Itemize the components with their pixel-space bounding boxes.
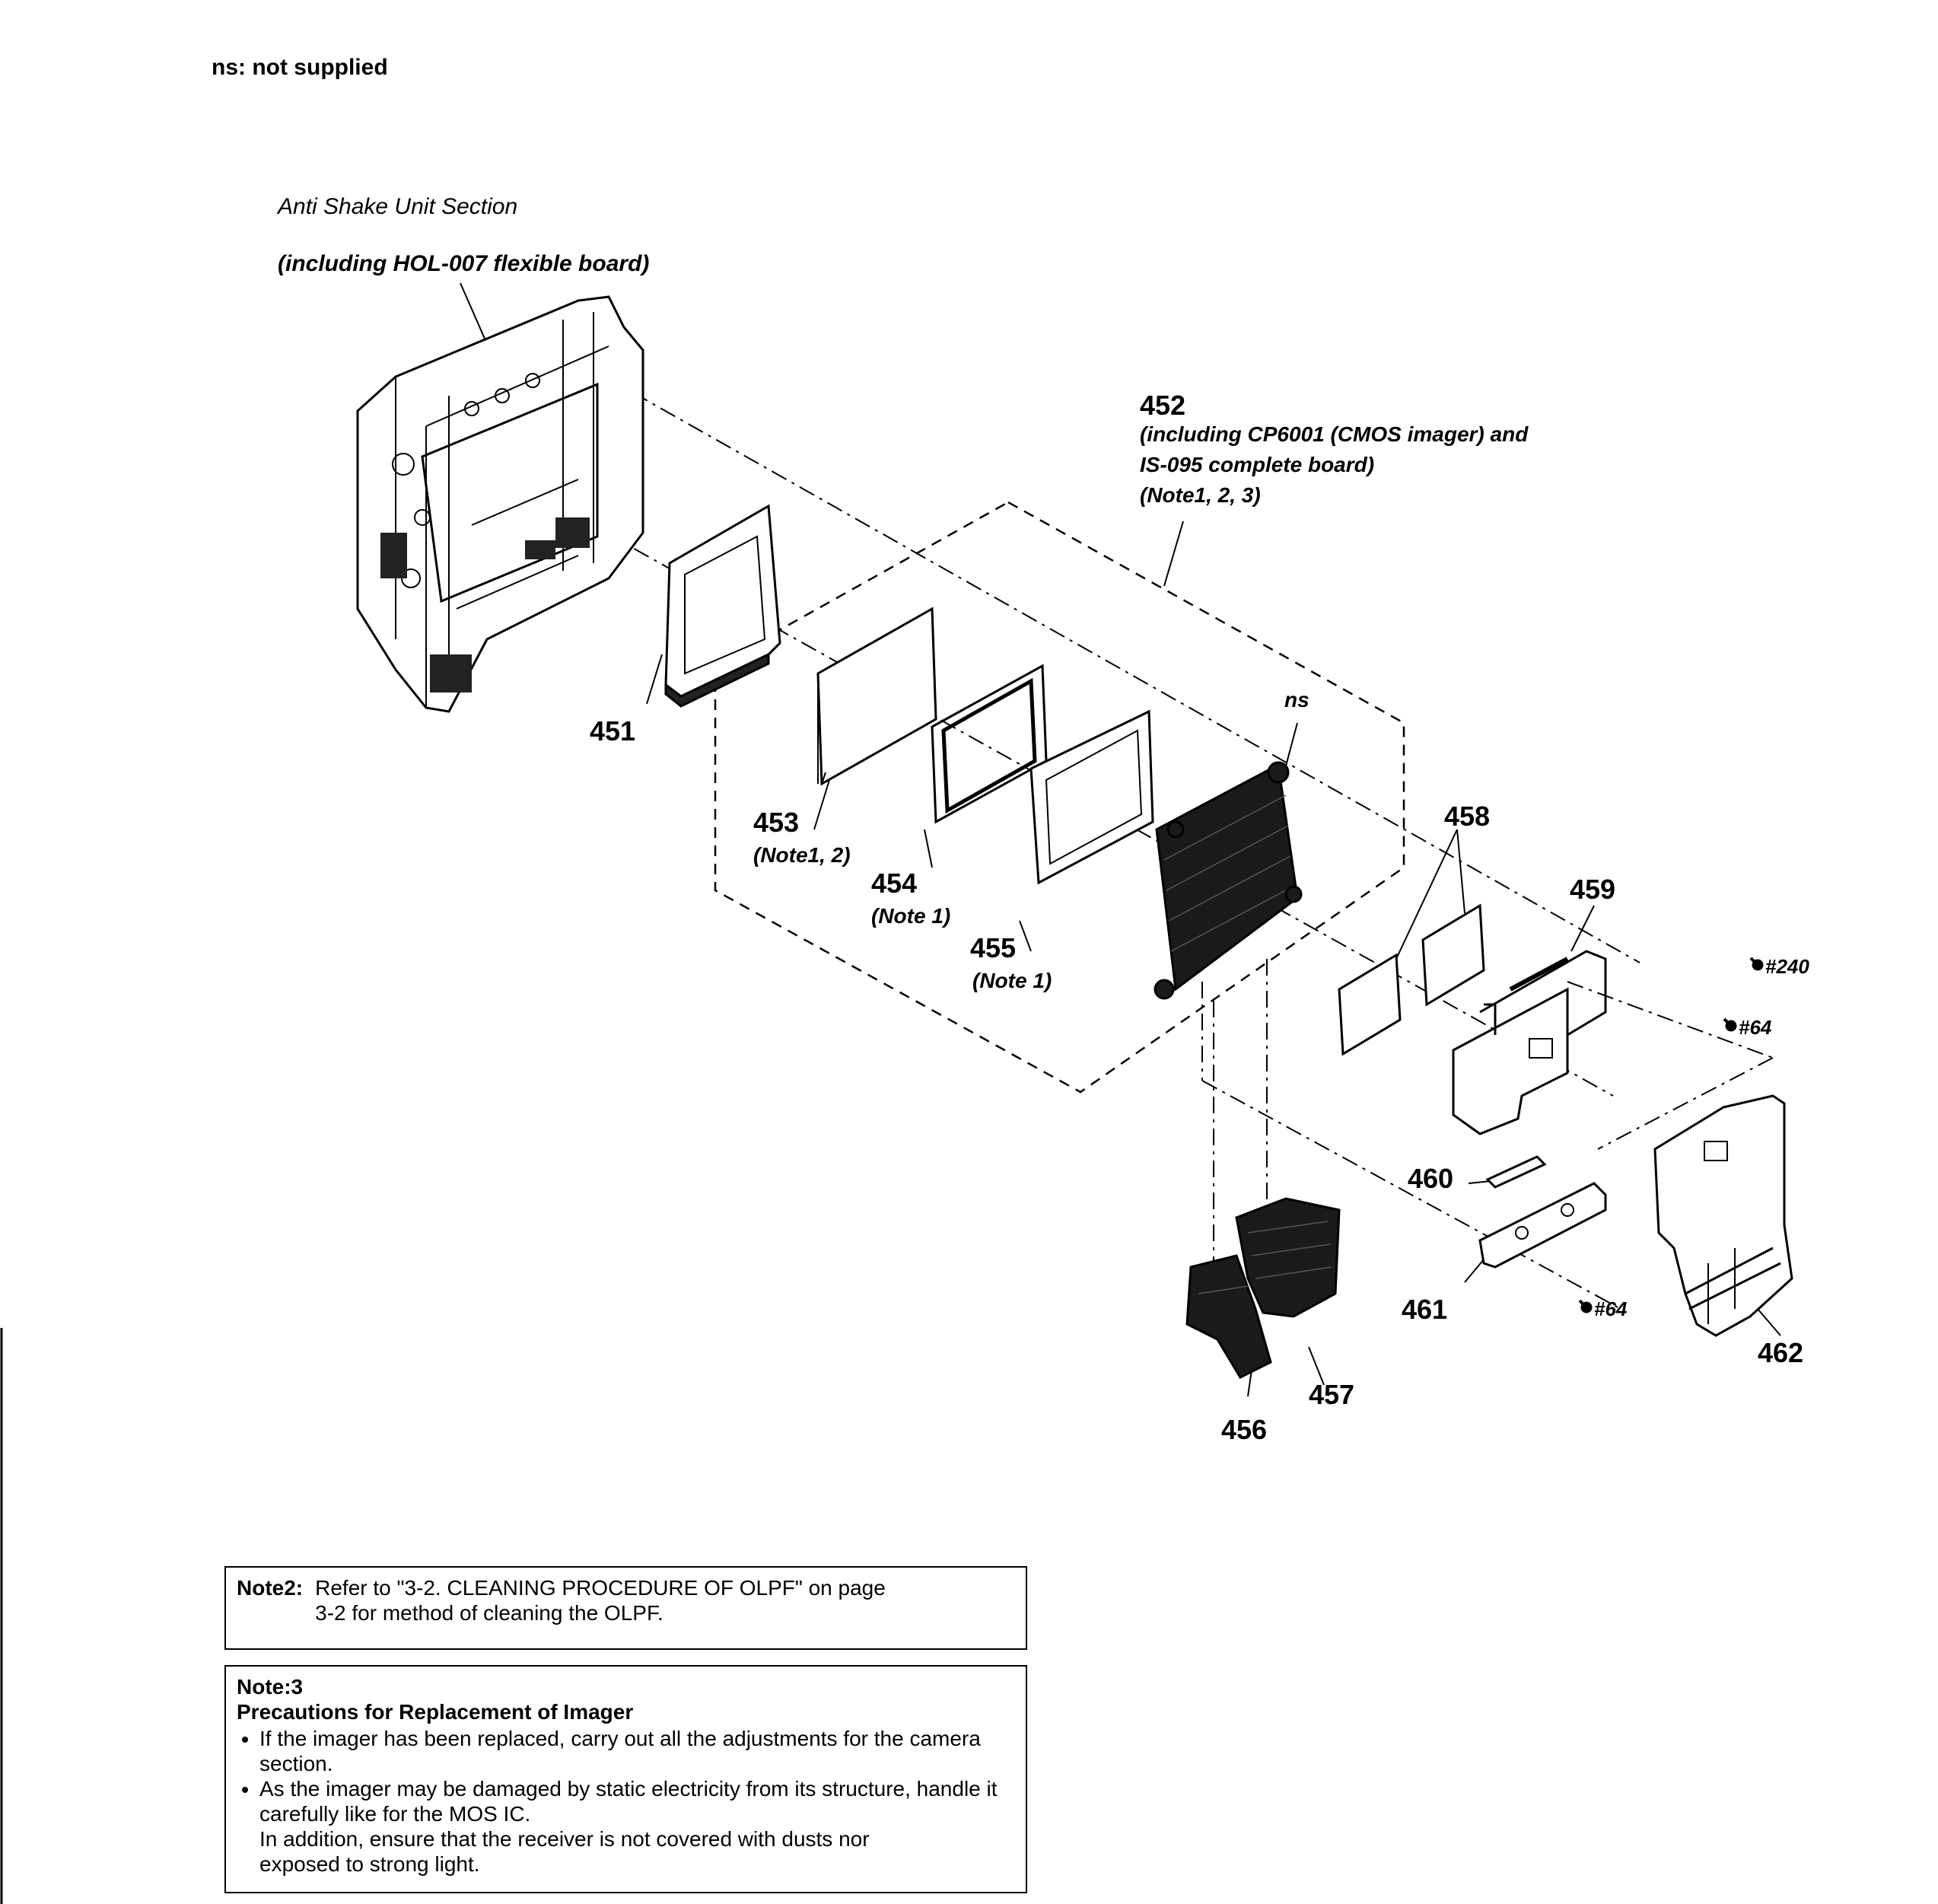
note3-box: Note:3 Precautions for Replacement of Im… xyxy=(224,1665,1027,1893)
section-title: Anti Shake Unit Section xyxy=(278,194,518,219)
note3-label: Note:3 xyxy=(237,1675,304,1699)
note2-label: Note2: xyxy=(237,1576,304,1600)
part-label-453: 453 xyxy=(753,807,800,838)
part-label-451: 451 xyxy=(590,715,636,747)
frame-note: (including HOL-007 flexible board) xyxy=(278,251,650,276)
note2-line1: Refer to "3-2. CLEANING PROCEDURE OF OLP… xyxy=(315,1576,886,1600)
part-452-note-line2: IS-095 complete board) xyxy=(1140,453,1375,476)
part-label-460: 460 xyxy=(1408,1163,1454,1194)
part-453-note: (Note1, 2) xyxy=(753,843,851,867)
part-452-note-line1: (including CP6001 (CMOS imager) and xyxy=(1140,422,1529,446)
part-459-bracket xyxy=(1452,950,1607,1135)
part-label-462: 462 xyxy=(1758,1337,1804,1368)
part-455-note: (Note 1) xyxy=(972,969,1052,992)
screw-icon xyxy=(1578,957,1764,1313)
part-451-gasket xyxy=(664,504,781,708)
part-458-plates xyxy=(1338,903,1485,1056)
not-supplied-marker: ns xyxy=(1284,688,1310,712)
part-455-frame xyxy=(1029,709,1154,885)
part-453-filter xyxy=(816,607,937,786)
part-461-bracket xyxy=(1478,1182,1607,1269)
screw-label-240: #240 xyxy=(1765,955,1809,978)
part-label-457: 457 xyxy=(1309,1379,1355,1410)
part-label-459: 459 xyxy=(1570,874,1616,905)
part-label-455: 455 xyxy=(970,932,1017,963)
part-454-note: (Note 1) xyxy=(871,904,951,928)
part-454-frame xyxy=(931,664,1048,824)
part-460-tape xyxy=(1485,1155,1547,1189)
legend-text: ns: not supplied xyxy=(212,55,388,80)
part-label-458: 458 xyxy=(1444,801,1491,832)
part-label-454: 454 xyxy=(871,868,918,899)
note3-bullet2: As the imager may be damaged by static e… xyxy=(259,1776,1015,1826)
note3-list: If the imager has been replaced, carry o… xyxy=(237,1726,1015,1826)
part-456-457-flex xyxy=(1185,1197,1341,1379)
screw-label-64-upper: #64 xyxy=(1739,1016,1772,1039)
note2-box: Note2: Refer to "3-2. CLEANING PROCEDURE… xyxy=(224,1566,1027,1650)
note3-cont2: exposed to strong light. xyxy=(259,1852,480,1877)
part-462-bracket xyxy=(1653,1094,1793,1337)
part-label-452: 452 xyxy=(1140,390,1186,421)
note3-bullet1: If the imager has been replaced, carry o… xyxy=(259,1726,1015,1776)
part-452-note-line3: (Note1, 2, 3) xyxy=(1140,483,1261,507)
part-label-461: 461 xyxy=(1402,1294,1448,1325)
note3-heading: Precautions for Replacement of Imager xyxy=(237,1700,634,1724)
part-452-imager-board xyxy=(1154,761,1303,1000)
part-label-456: 456 xyxy=(1221,1414,1268,1445)
anti-shake-frame xyxy=(356,295,644,713)
note2-line2: 3-2 for method of cleaning the OLPF. xyxy=(315,1601,664,1625)
note3-cont1: In addition, ensure that the receiver is… xyxy=(259,1827,870,1851)
screw-label-64-lower: #64 xyxy=(1594,1297,1628,1320)
